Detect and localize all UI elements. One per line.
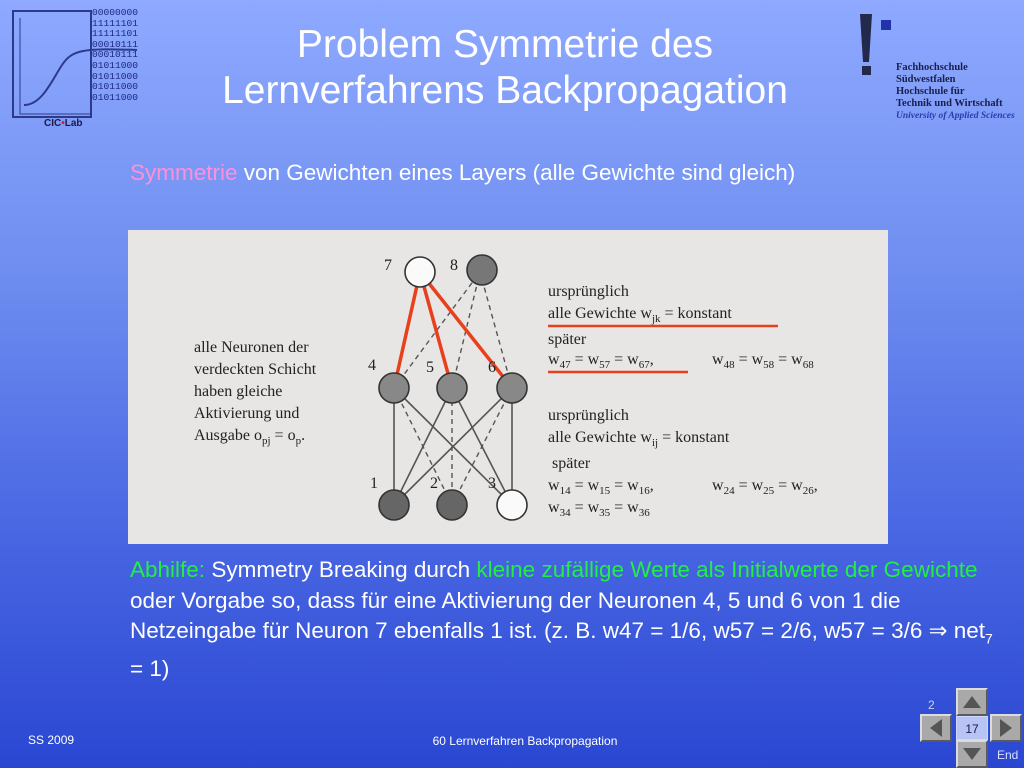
- label-6: 6: [488, 359, 496, 376]
- label-2: 2: [430, 475, 438, 492]
- neuron-3: [496, 489, 528, 521]
- triangle-right-icon: [1000, 719, 1012, 737]
- neuron-4: [378, 372, 410, 404]
- svg-text:alle Neuronen der: alle Neuronen der: [194, 339, 309, 356]
- network-figure: 7 8 4 5 6 1 2 3 alle Neuronen der verdec…: [128, 230, 888, 544]
- svg-text:Aktivierung und: Aktivierung und: [194, 405, 299, 422]
- neuron-7: [404, 256, 436, 288]
- svg-text:w14 = w15 = w16,: w14 = w15 = w16,: [548, 477, 654, 497]
- nav-down-button[interactable]: [956, 740, 988, 768]
- nav-next-button[interactable]: [990, 714, 1022, 742]
- fh-exclamation-logo-icon: [860, 14, 891, 75]
- svg-text:später: später: [548, 331, 587, 348]
- triangle-up-icon: [963, 696, 981, 708]
- hidden-layer-note: alle Neuronen der verdeckten Schicht hab…: [194, 339, 317, 447]
- neuron-8: [466, 254, 498, 286]
- remedy-paragraph: Abhilfe: Symmetry Breaking durch kleine …: [130, 557, 993, 681]
- svg-text:später: später: [552, 455, 591, 472]
- svg-text:alle Gewichte wjk = konstant: alle Gewichte wjk = konstant: [548, 305, 732, 325]
- weights-output-layer-note: ursprünglich alle Gewichte wjk = konstan…: [548, 283, 814, 371]
- label-4: 4: [368, 357, 376, 374]
- neuron-6: [496, 372, 528, 404]
- neuron-1: [378, 489, 410, 521]
- nav-up-button[interactable]: [956, 688, 988, 716]
- triangle-left-icon: [930, 719, 942, 737]
- svg-text:Ausgabe opj = op.: Ausgabe opj = op.: [194, 427, 305, 447]
- svg-text:verdeckten Schicht: verdeckten Schicht: [194, 361, 317, 378]
- page-number: 2: [928, 698, 935, 712]
- triangle-down-icon: [963, 748, 981, 760]
- sigmoid-curve-icon: [19, 18, 138, 115]
- network-diagram: 7 8 4 5 6 1 2 3 alle Neuronen der verdec…: [194, 254, 818, 521]
- svg-text:alle Gewichte wij = konstant: alle Gewichte wij = konstant: [548, 429, 730, 449]
- label-7: 7: [384, 257, 392, 274]
- svg-text:w34 = w35 = w36: w34 = w35 = w36: [548, 499, 650, 519]
- cic-lab-logo: 00000000 11111101 11111101 00010111 0001…: [8, 6, 138, 134]
- remedy-highlight: kleine zufällige Werte als Initialwerte …: [476, 557, 978, 582]
- remedy-label: Abhilfe:: [130, 557, 206, 582]
- svg-text:w48 = w58 = w68: w48 = w58 = w68: [712, 351, 814, 371]
- weights-hidden-layer-note: ursprünglich alle Gewichte wij = konstan…: [548, 407, 818, 519]
- symmetry-highlight: Symmetrie: [130, 160, 238, 185]
- nav-prev-button[interactable]: [920, 714, 952, 742]
- fh-university-name: Fachhochschule Südwestfalen Hochschule f…: [896, 62, 1015, 121]
- slide-number: 17: [956, 716, 988, 740]
- end-button[interactable]: End: [997, 748, 1019, 762]
- intro-paragraph: Symmetrie von Gewichten eines Layers (al…: [130, 160, 796, 185]
- label-3: 3: [488, 475, 496, 492]
- logo-label: CIC•Lab: [44, 118, 83, 129]
- svg-text:haben gleiche: haben gleiche: [194, 383, 282, 400]
- logo-bit-rows: 00000000 11111101 11111101 00010111 0001…: [92, 7, 139, 103]
- slide-title: Problem Symmetrie des Lernverfahrens Bac…: [222, 23, 788, 112]
- label-5: 5: [426, 359, 434, 376]
- label-1: 1: [370, 475, 378, 492]
- implies-arrow: ⇒: [928, 618, 948, 643]
- svg-text:ursprünglich: ursprünglich: [548, 407, 629, 424]
- neuron-5: [436, 372, 468, 404]
- label-8: 8: [450, 257, 458, 274]
- semester-label: SS 2009: [28, 733, 75, 747]
- svg-text:w47 = w57 = w67,: w47 = w57 = w67,: [548, 351, 654, 371]
- neuron-2: [436, 489, 468, 521]
- svg-text:w24 = w25 = w26,: w24 = w25 = w26,: [712, 477, 818, 497]
- logo-frame: [12, 10, 92, 118]
- footer-title: 60 Lernverfahren Backpropagation: [432, 734, 618, 748]
- svg-text:ursprünglich: ursprünglich: [548, 283, 629, 300]
- red-weight-lines: [392, 270, 514, 390]
